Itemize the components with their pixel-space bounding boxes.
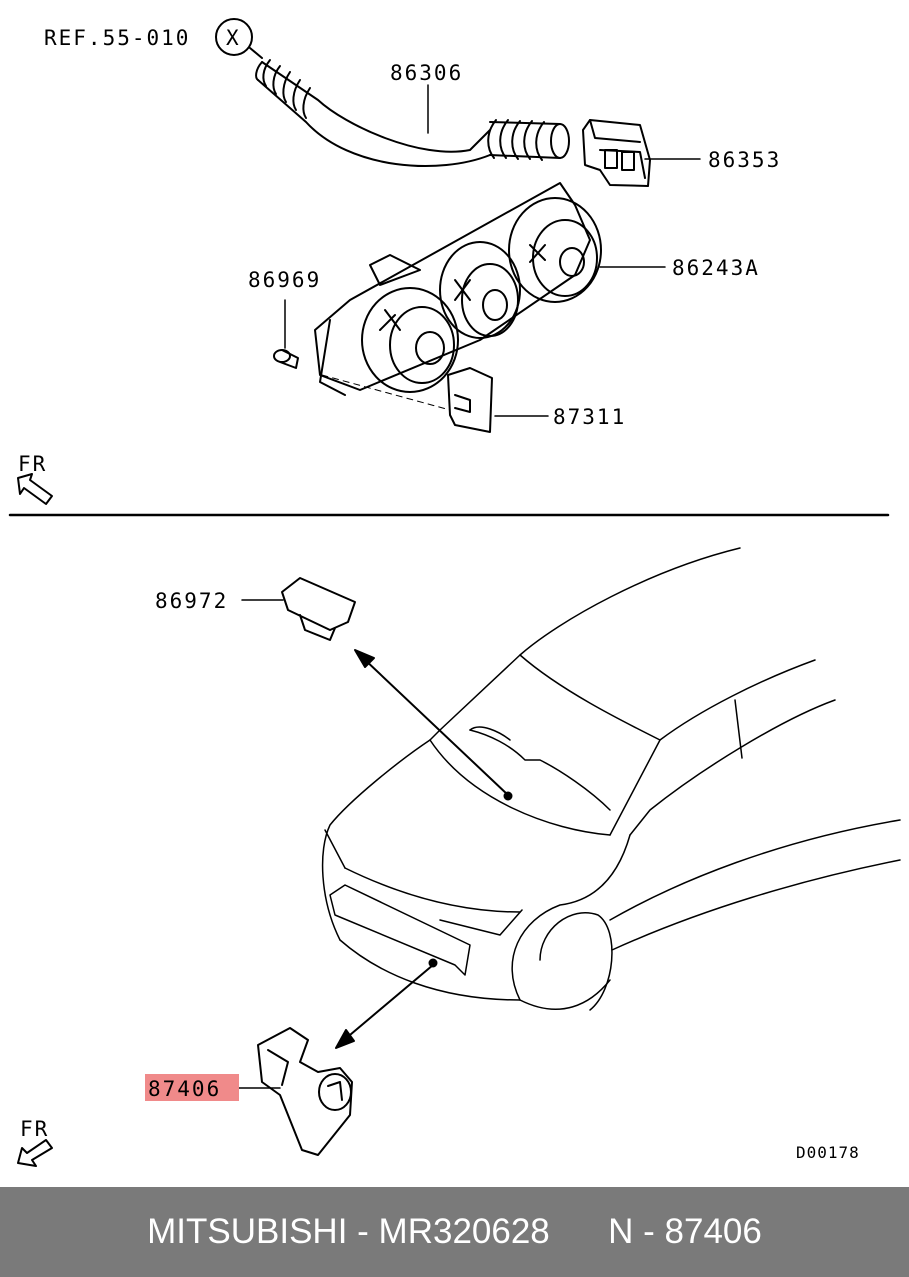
car-outline [321, 547, 901, 1011]
label-86243A: 86243A [672, 256, 760, 280]
ref-circle [215, 18, 253, 56]
ref-symbol: X [226, 26, 241, 50]
connector-86353 [582, 119, 651, 187]
footer-n-prefix: N - [608, 1212, 665, 1251]
label-86969: 86969 [248, 268, 321, 292]
footer-part-no: 87406 [664, 1212, 762, 1251]
drawing-code: D00178 [796, 1143, 860, 1162]
label-87311: 87311 [553, 405, 626, 429]
label-87406: 87406 [148, 1077, 221, 1101]
label-86306: 86306 [390, 61, 463, 85]
part-highlight [145, 1074, 239, 1101]
ref-label: REF.55-010 [44, 26, 190, 50]
sunlight-sensor-86972 [281, 577, 356, 641]
footer-gap [550, 1212, 608, 1252]
footer-separator: - [347, 1212, 379, 1251]
fr-label-lower: FR [20, 1117, 49, 1141]
label-86972: 86972 [155, 589, 228, 613]
footer-part-number: MR320628 [378, 1212, 550, 1251]
fr-arrow-upper [17, 473, 53, 505]
fr-arrow-lower [17, 1139, 53, 1167]
parts-diagram: REF.55-010 X 86306 86353 86243A 86969 87… [8, 18, 901, 1167]
ambient-sensor-87406 [257, 1027, 353, 1156]
label-86353: 86353 [708, 148, 781, 172]
bracket-87311 [321, 367, 493, 433]
fr-label-upper: FR [18, 452, 47, 476]
footer-bar: MITSUBISHI - MR320628 N - 87406 [0, 1187, 909, 1277]
screw-86969 [273, 299, 299, 369]
control-panel-86243A [314, 182, 602, 396]
footer-brand: MITSUBISHI [147, 1212, 348, 1251]
hose-86306 [255, 59, 570, 167]
